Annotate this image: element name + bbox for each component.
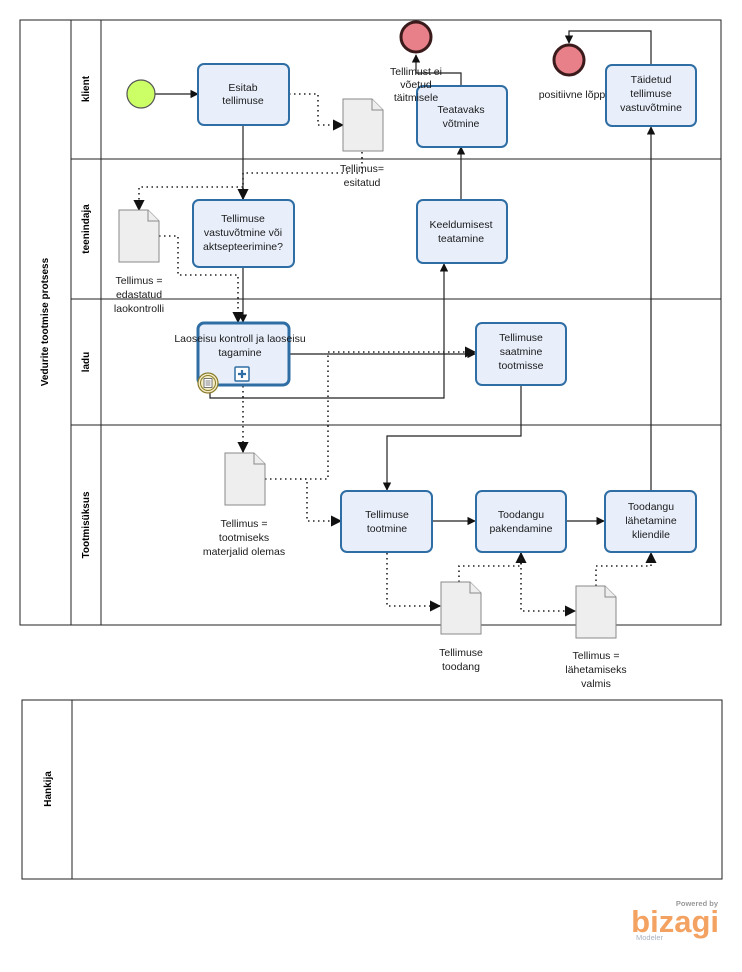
task-label: lähetamine	[625, 515, 677, 527]
task-label: vastuvõtmine	[620, 102, 682, 114]
watermark-product: Modeler	[636, 933, 664, 942]
assoc-valmis-to-lahetamine	[595, 551, 657, 586]
flow-taidetud-to-end-positive	[564, 30, 652, 65]
end-event-positive-label: positiivne lõpp	[539, 89, 606, 101]
task-label: võtmine	[443, 118, 480, 130]
assoc-esitatud-to-vastuvotmine	[237, 152, 363, 201]
task-label: Tellimuse	[499, 332, 543, 344]
lane-label-klient: klient	[81, 75, 92, 102]
task-label: Tellimuse	[365, 509, 409, 521]
bizagi-watermark: Powered by bizagi Modeler	[631, 899, 719, 942]
task-label: Keeldumisest	[429, 219, 492, 231]
task-taidetud-tellimuse-vastuvotmine[interactable]: Täidetud tellimuse vastuvõtmine	[605, 64, 697, 127]
task-label: pakendamine	[489, 523, 552, 535]
flow-saatmine-to-tootmine	[382, 386, 522, 491]
task-teatavaks-votmine[interactable]: Teatavaks võtmine	[416, 85, 508, 148]
task-label: Laoseisu kontroll ja laoseisu	[174, 333, 305, 345]
pool-hankija: Hankija	[21, 699, 723, 880]
data-object-edastatud[interactable]	[118, 209, 160, 263]
associations	[133, 93, 657, 617]
events	[126, 20, 586, 109]
data-object-esitatud-label: Tellimus=esitatud	[340, 163, 384, 189]
data-object-materjalid[interactable]	[224, 452, 266, 506]
lane-label-ladu: ladu	[81, 352, 92, 373]
pool-main-title: Vedurite tootmise protsess	[40, 257, 51, 386]
task-tellimuse-tootmine[interactable]: Tellimuse tootmine	[340, 490, 433, 553]
task-label: tagamine	[218, 347, 261, 359]
task-label: Tellimuse	[221, 213, 265, 225]
task-label: tootmine	[367, 523, 407, 535]
task-toodangu-lahetamine-kliendile[interactable]: Toodangu lähetamine kliendile	[604, 490, 697, 553]
data-object-valmis[interactable]	[575, 585, 617, 639]
task-label: tellimuse	[222, 95, 264, 107]
data-object-esitatud[interactable]	[342, 98, 384, 152]
end-event-positive	[552, 43, 586, 77]
task-tellimuse-vastuvotmine[interactable]: Tellimuse vastuvõtmine või aktsepteerimine…	[192, 199, 295, 268]
task-label: kliendile	[632, 529, 670, 541]
start-event	[126, 79, 156, 109]
task-label: tootmisse	[499, 360, 544, 372]
end-event-negative	[399, 20, 433, 54]
task-label: Toodangu	[628, 501, 674, 513]
task-label: Teatavaks	[437, 104, 484, 116]
task-label: Toodangu	[498, 509, 544, 521]
lane-label-tootmisuksus: Tootmisüksus	[81, 491, 92, 558]
flow-teatavaks-to-end-negative	[411, 54, 462, 86]
task-label: aktsepteerimine?	[203, 241, 283, 253]
assoc-materjalid-to-saatmine	[265, 346, 477, 480]
task-toodangu-pakendamine[interactable]: Toodangu pakendamine	[475, 490, 567, 553]
task-keeldumisest-teatamine[interactable]: Keeldumisest teatamine	[416, 199, 508, 264]
task-label: tellimuse	[630, 88, 672, 100]
watermark-powered: Powered by	[676, 899, 719, 908]
task-label: Esitab	[228, 82, 257, 94]
conditional-event-icon	[197, 372, 219, 394]
lane-label-teenindaja: teenindaja	[81, 204, 92, 254]
task-label: vastuvõtmine või	[204, 227, 282, 239]
watermark-brand-logo: bizagi	[631, 904, 719, 939]
data-object-toodang[interactable]	[440, 581, 482, 635]
assoc-materjalid-to-tootmine	[300, 478, 343, 527]
task-label: saatmine	[500, 346, 543, 358]
task-label: Täidetud	[631, 74, 672, 86]
pool-hankija-title: Hankija	[43, 771, 54, 807]
task-label: teatamine	[438, 233, 484, 245]
subprocess-laoseisu-kontroll[interactable]: Laoseisu kontroll ja laoseisu tagamine	[174, 321, 306, 387]
task-tellimuse-saatmine-tootmisse[interactable]: Tellimuse saatmine tootmisse	[475, 322, 567, 386]
